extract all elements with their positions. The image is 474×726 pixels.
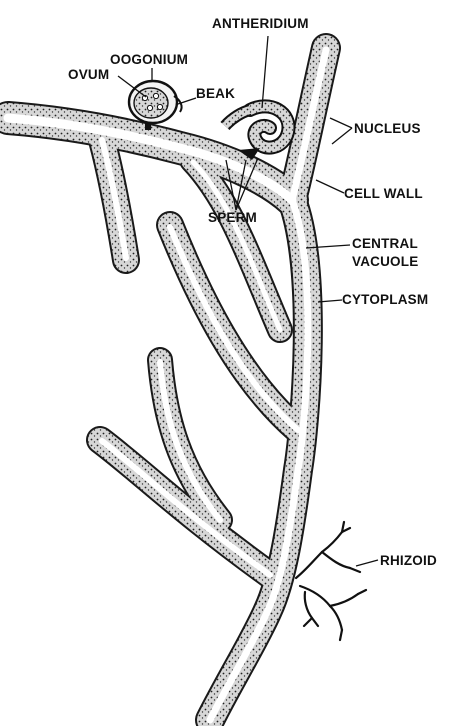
rhizoid-structure [294, 520, 368, 642]
antheridium-structure [220, 99, 296, 160]
leader-sperm-2 [235, 157, 259, 211]
leader-lines [117, 35, 379, 567]
vacuole-layer [3, 46, 330, 724]
leader-nucleus-2 [331, 127, 353, 145]
label-nucleus: NUCLEUS [354, 121, 421, 136]
label-cell-wall: CELL WALL [344, 186, 423, 201]
label-cytoplasm: CYTOPLASM [342, 292, 428, 307]
label-beak: BEAK [196, 86, 235, 101]
oogonium-structure [127, 79, 183, 130]
label-rhizoid: RHIZOID [380, 553, 437, 568]
label-ovum: OVUM [68, 67, 109, 82]
labels: ANTHERIDIUM OOGONIUM OVUM BEAK NUCLEUS C… [68, 16, 437, 568]
label-sperm: SPERM [208, 210, 257, 225]
label-oogonium: OOGONIUM [110, 52, 188, 67]
leader-cell-wall [315, 179, 345, 194]
leader-nucleus-1 [329, 117, 353, 129]
leader-sperm-3 [225, 159, 237, 211]
leader-sperm-1 [235, 159, 247, 211]
label-antheridium: ANTHERIDIUM [212, 16, 309, 31]
leader-central-vacuole [305, 244, 351, 249]
leader-rhizoid [355, 559, 379, 567]
leader-ovum [117, 75, 147, 98]
leader-beak [177, 97, 197, 105]
leader-antheridium [261, 35, 269, 109]
label-central-vacuole-2: VACUOLE [352, 254, 418, 269]
leader-cytoplasm [317, 299, 343, 303]
label-central-vacuole-1: CENTRAL [352, 236, 418, 251]
filament [0, 33, 341, 726]
